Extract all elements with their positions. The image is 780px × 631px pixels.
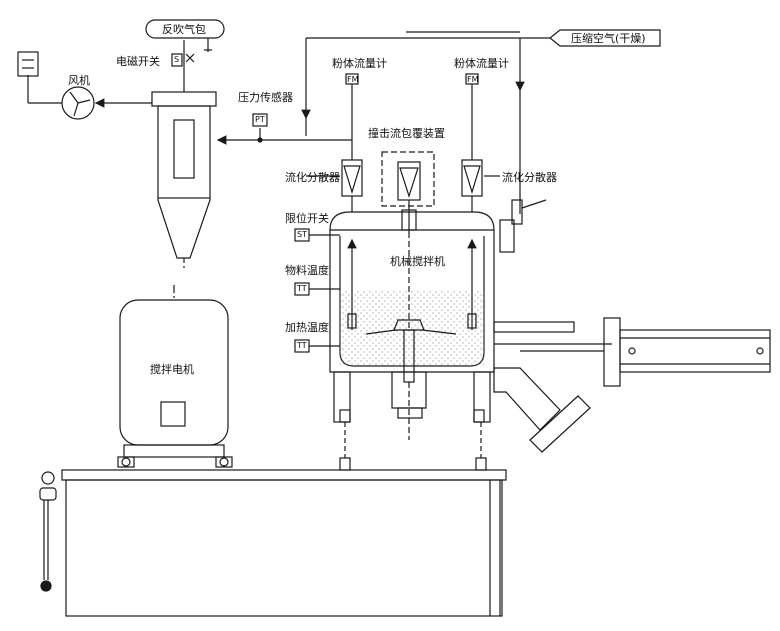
flowmeter-left-label: 粉体流量计 — [332, 57, 387, 70]
flowmeter-left-tag: FM — [347, 75, 359, 84]
discharge-chute — [493, 367, 591, 453]
back-blow-tank — [145, 19, 225, 67]
disperser-left-label: 流化分散器 — [285, 171, 340, 184]
mixer-machine-label: 机械搅拌机 — [390, 255, 445, 268]
heating-temp-label: 加热温度 — [285, 321, 329, 334]
material-temp-tag: TT — [297, 284, 307, 293]
impact-coating-frame — [381, 151, 435, 207]
cyclone-filter — [151, 40, 217, 268]
flowmeter-right-tag: FM — [467, 75, 479, 84]
fan — [17, 51, 152, 120]
fan-label: 风机 — [68, 74, 90, 87]
flowmeter-left — [345, 73, 359, 160]
base-table — [61, 469, 507, 617]
limit-switch-label: 限位开关 — [285, 212, 329, 225]
solenoid-tag: S — [174, 55, 180, 64]
heating-temp-tag: TT — [297, 341, 307, 350]
limit-tag: ST — [297, 230, 307, 239]
mixer-vessel — [329, 199, 547, 373]
pneumatic-cylinder — [493, 317, 771, 387]
pressure-sensor-box — [252, 113, 268, 127]
disperser-left — [341, 159, 363, 212]
back-blow-tank-label: 反吹气包 — [162, 23, 206, 36]
lever-handle — [39, 471, 57, 592]
disperser-right-label: 流化分散器 — [502, 171, 557, 184]
pressure-sensor-label: 压力传感器 — [238, 91, 293, 104]
impeller — [365, 232, 457, 440]
solenoid-switch-label: 电磁开关 — [116, 55, 160, 68]
material-temp-label: 物料温度 — [285, 264, 329, 277]
compressed-air-header — [301, 29, 661, 214]
flowmeter-right-label: 粉体流量计 — [454, 57, 509, 70]
disperser-right — [461, 159, 483, 212]
impact-coating-label: 撞击流包覆装置 — [368, 127, 445, 140]
compressed-air-label: 压缩空气(干燥) — [571, 32, 646, 45]
flowmeter-right — [465, 73, 479, 160]
pressure-tag: PT — [255, 115, 265, 124]
vessel-legs — [333, 371, 491, 471]
mixer-motor-label: 搅拌电机 — [150, 363, 194, 376]
mixer-motor — [117, 285, 233, 468]
